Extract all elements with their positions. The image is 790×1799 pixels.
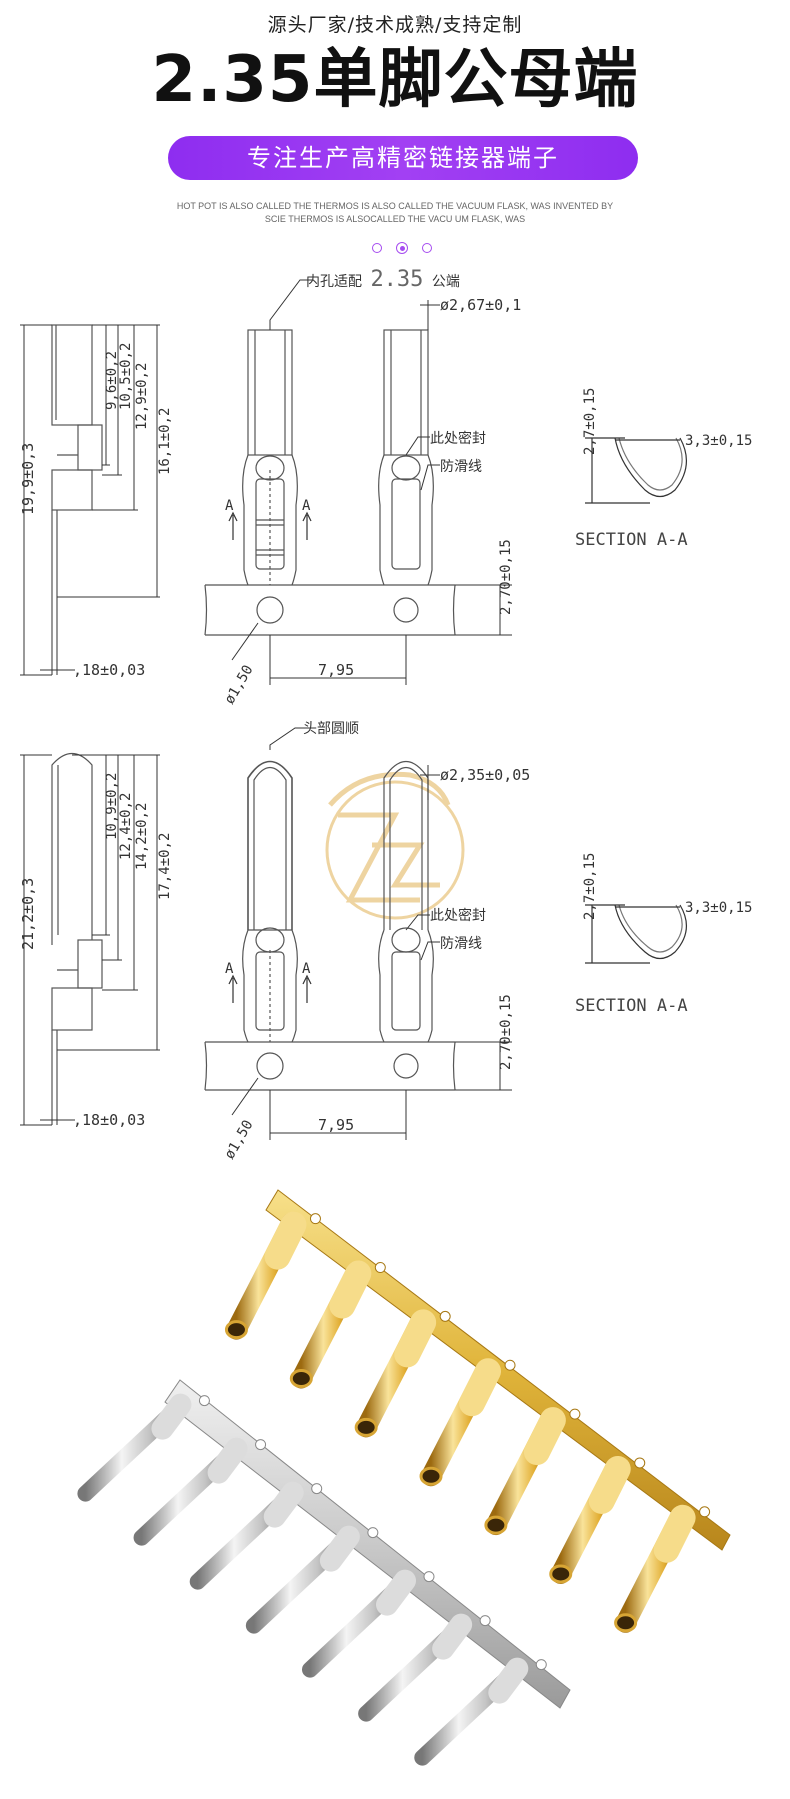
gold-female-terminals — [224, 1189, 731, 1633]
english-subtext: HOT POT IS ALSO CALLED THE THERMOS IS AL… — [0, 200, 790, 226]
female-side-profile — [51, 324, 103, 675]
gold-pin — [549, 1455, 646, 1584]
female-section-arrows — [228, 511, 312, 540]
gold-pin — [354, 1309, 451, 1438]
male-dim-thickness: ,18±0,03 — [73, 1111, 145, 1129]
male-carrier-strip — [204, 1041, 456, 1091]
female-note-fit-suffix: 公端 — [432, 274, 460, 290]
female-dim-total: 19,9±0,3 — [19, 443, 37, 515]
male-dim-hole: ø1,50 — [222, 1117, 257, 1160]
female-section-height: 2,7±0,15 — [582, 388, 598, 455]
female-terminal-drawing: 19,9±0,3 9,6±0,2 10,5±0,2 12,9±0,2 16,1±… — [19, 267, 752, 705]
male-dim-side-1: 10,9±0,2 — [104, 773, 120, 840]
female-callout-lines — [231, 279, 512, 685]
female-dim-height: 2,70±0,15 — [498, 539, 514, 615]
male-section-arrows — [228, 974, 312, 1003]
male-section-a-right: A — [302, 961, 311, 977]
silver-pin — [133, 1437, 267, 1546]
male-diameter: ø2,35±0,05 — [440, 766, 530, 784]
female-dim-side-4: 16,1±0,2 — [157, 408, 173, 475]
female-note-seal: 此处密封 — [430, 430, 486, 447]
female-note-fit-size: 2.35 — [370, 267, 423, 292]
male-dim-side-2: 12,4±0,2 — [118, 793, 134, 860]
male-side-profile — [51, 752, 103, 1125]
female-dim-side-2: 10,5±0,2 — [118, 343, 134, 410]
silver-pin-group — [77, 1393, 547, 1766]
female-note-antislip: 防滑线 — [440, 458, 482, 475]
male-section-width: 3,3±0,15 — [685, 900, 752, 916]
header-banner: 源头厂家/技术成熟/支持定制 2.35单脚公母端 专注生产高精密链接器端子 HO… — [0, 0, 790, 260]
male-dim-lines — [20, 754, 160, 1126]
female-dim-hole: ø1,50 — [222, 662, 257, 705]
male-callout-lines — [231, 727, 512, 1140]
silver-pin — [77, 1393, 210, 1502]
product-photo — [77, 1189, 731, 1766]
male-dim-pitch: 7,95 — [318, 1116, 354, 1134]
carousel-dot-1[interactable] — [372, 243, 382, 253]
gold-pin — [484, 1407, 581, 1536]
female-carrier-strip — [204, 584, 456, 636]
male-note-antislip: 防滑线 — [440, 935, 482, 952]
tagline: 源头厂家/技术成熟/支持定制 — [267, 14, 523, 36]
silver-male-terminals — [77, 1379, 571, 1766]
male-section-view — [585, 904, 687, 964]
carousel-dots — [372, 241, 432, 257]
subtext-line-1: HOT POT IS ALSO CALLED THE THERMOS IS AL… — [176, 201, 614, 211]
slogan-pill: 专注生产高精密链接器端子 — [168, 136, 638, 180]
male-terminal-drawing: 21,2±0,3 10,9±0,2 12,4±0,2 14,2±0,2 17,4… — [19, 721, 752, 1160]
watermark-logo — [325, 771, 465, 920]
female-section-a-left: A — [225, 498, 234, 514]
female-note-fit-prefix: 内孔适配 — [306, 274, 362, 290]
female-section-a-right: A — [302, 498, 311, 514]
female-front-right — [378, 329, 434, 586]
page-title: 2.35单脚公母端 — [151, 43, 639, 117]
carousel-dot-3[interactable] — [422, 243, 432, 253]
male-section-height: 2,7±0,15 — [582, 853, 598, 920]
male-note-head: 头部圆顺 — [303, 721, 359, 737]
male-section-a-left: A — [225, 961, 234, 977]
female-section-title: SECTION A-A — [575, 530, 688, 550]
female-dim-lines — [20, 324, 160, 676]
female-front-left — [242, 329, 298, 586]
male-dim-total: 21,2±0,3 — [19, 878, 37, 950]
gold-pin — [419, 1358, 516, 1487]
silver-pin — [245, 1525, 379, 1634]
female-dim-side-1: 9,6±0,2 — [104, 351, 120, 410]
male-dim-side-4: 17,4±0,2 — [157, 833, 173, 900]
female-dim-side-3: 12,9±0,2 — [134, 363, 150, 430]
male-dim-height: 2,70±0,15 — [498, 994, 514, 1070]
male-section-title: SECTION A-A — [575, 996, 688, 1016]
female-section-view — [585, 437, 687, 504]
female-note-fit: 内孔适配 2.35 公端 — [306, 267, 460, 292]
female-dim-thickness: ,18±0,03 — [73, 661, 145, 679]
silver-pin — [414, 1657, 547, 1766]
female-diameter: ø2,67±0,1 — [440, 296, 521, 314]
male-front-right — [378, 761, 434, 1043]
silver-pin — [189, 1481, 323, 1590]
male-note-seal: 此处密封 — [430, 907, 486, 924]
gold-pin-group — [224, 1211, 711, 1633]
female-section-width: 3,3±0,15 — [685, 433, 752, 449]
subtext-line-2: SCIE THERMOS IS ALSOCALLED THE VACU UM F… — [264, 214, 526, 224]
male-dim-side-3: 14,2±0,2 — [134, 803, 150, 870]
gold-pin — [224, 1211, 321, 1340]
gold-pin — [614, 1504, 711, 1633]
female-dim-pitch: 7,95 — [318, 661, 354, 679]
gold-pin — [289, 1260, 386, 1389]
carousel-dot-2-active[interactable] — [396, 242, 408, 254]
silver-pin — [358, 1613, 491, 1722]
silver-pin — [301, 1569, 435, 1678]
male-front-left — [242, 760, 298, 1043]
